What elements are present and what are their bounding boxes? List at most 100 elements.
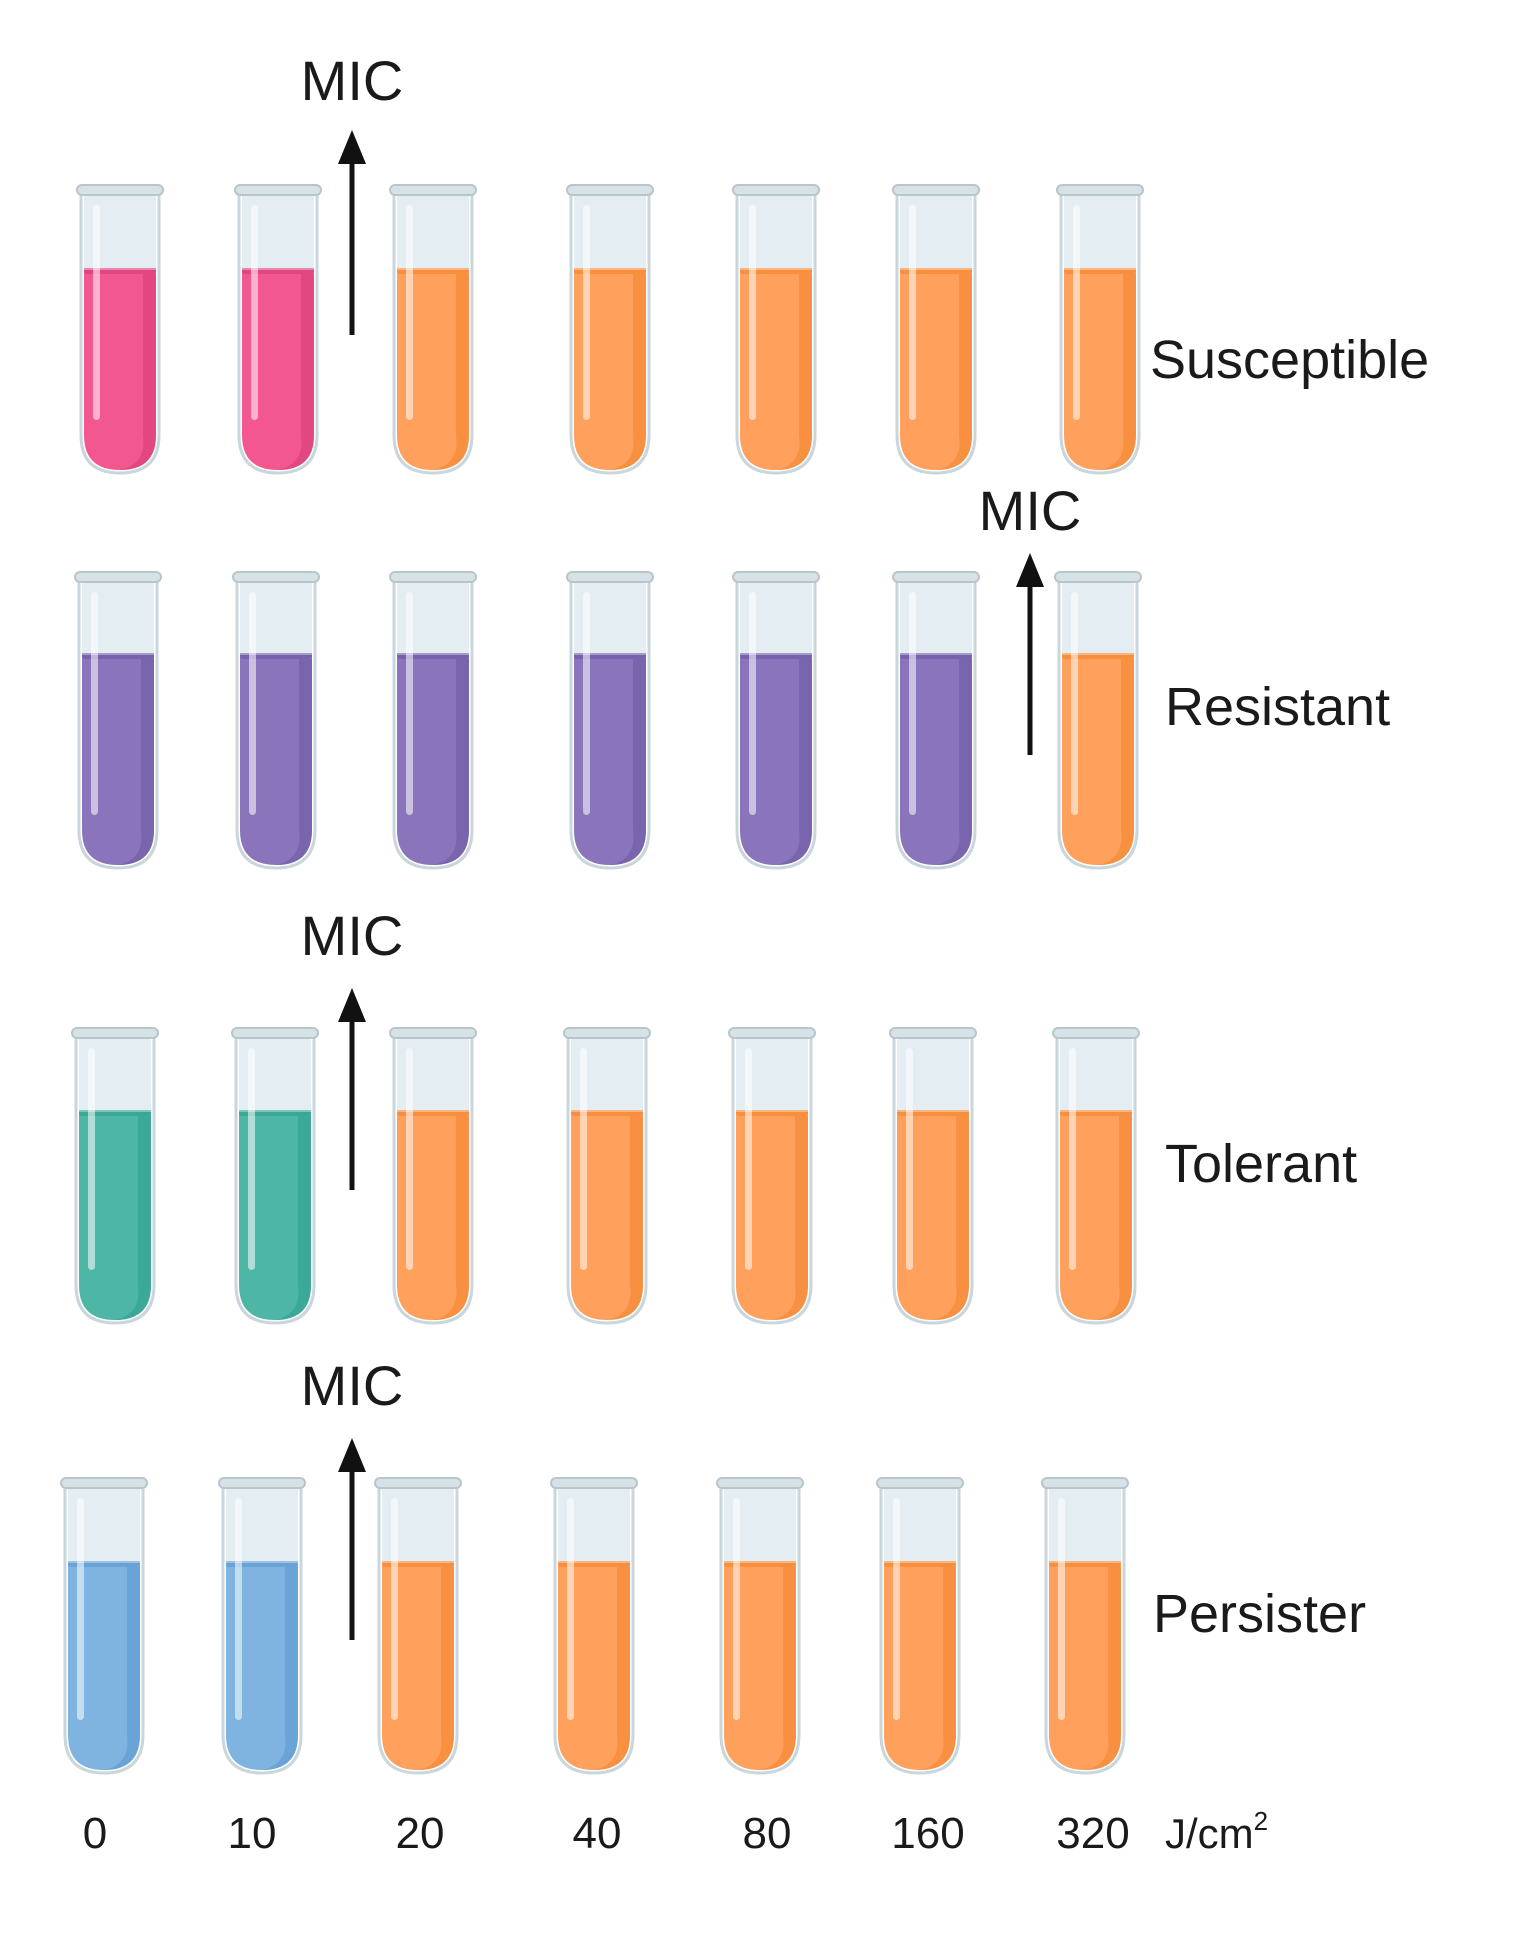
tube-highlight — [749, 592, 756, 815]
tube-rim — [732, 571, 820, 583]
tube-rim — [60, 1477, 148, 1489]
tube-liquid — [558, 1563, 630, 1770]
tube-liquid-shade — [776, 274, 812, 470]
tube-liquid-shade — [433, 659, 469, 865]
tube-outline — [1057, 578, 1139, 870]
tube-liquid — [226, 1563, 298, 1770]
tube-highlight — [235, 1498, 242, 1720]
test-tube — [76, 184, 164, 475]
dose-tick-label: 40 — [573, 1809, 622, 1858]
tube-rim — [1054, 571, 1142, 583]
tube-outline — [569, 578, 651, 870]
tube-liquid-shade — [278, 274, 314, 470]
test-tube — [716, 1477, 804, 1775]
tube-highlight — [583, 592, 590, 815]
tube-rim — [892, 184, 980, 196]
tube-outline — [377, 1484, 459, 1775]
test-tube — [892, 184, 980, 475]
tubes-layer — [60, 184, 1144, 1775]
tube-outline — [392, 1034, 474, 1325]
row-label-resistant: Resistant — [1165, 677, 1390, 737]
dose-tick-label: 10 — [228, 1809, 277, 1858]
tube-outline — [77, 578, 159, 870]
mic-label: MIC — [301, 904, 404, 967]
tube-liquid — [897, 1112, 969, 1320]
test-tube — [232, 571, 320, 870]
tube-liquid-shade — [120, 274, 156, 470]
tube-liquid — [82, 655, 154, 865]
tube-highlight — [583, 205, 590, 420]
tube-rim — [716, 1477, 804, 1489]
dose-tick-label: 160 — [891, 1809, 964, 1858]
tube-outline — [1044, 1484, 1126, 1775]
tube-liquid-shade — [607, 1116, 643, 1320]
tube-rim — [892, 571, 980, 583]
tube-rim — [728, 1027, 816, 1039]
tube-highlight — [88, 1048, 95, 1270]
tube-highlight — [391, 1498, 398, 1720]
mic-arrow — [338, 1438, 366, 1640]
tube-rim — [71, 1027, 159, 1039]
test-tube — [728, 1027, 816, 1325]
tube-rim — [732, 184, 820, 196]
tube-outline — [235, 578, 317, 870]
tube-highlight — [1058, 1498, 1065, 1720]
test-tube — [60, 1477, 148, 1775]
test-tube — [389, 1027, 477, 1325]
tube-liquid-shade — [933, 1116, 969, 1320]
test-tube — [1041, 1477, 1129, 1775]
test-tube — [74, 571, 162, 870]
test-tube — [231, 1027, 319, 1325]
tube-rim — [876, 1477, 964, 1489]
tube-outline — [392, 191, 474, 475]
tube-liquid — [740, 270, 812, 470]
dose-tick-label: 320 — [1056, 1809, 1129, 1858]
tube-rim — [1041, 1477, 1129, 1489]
mic-arrow-head — [1016, 553, 1044, 587]
tube-highlight — [249, 592, 256, 815]
test-tube — [374, 1477, 462, 1775]
tube-outline — [237, 191, 319, 475]
tube-liquid-shade — [1096, 1116, 1132, 1320]
tube-liquid-shade — [610, 659, 646, 865]
tube-outline — [892, 1034, 974, 1325]
tube-liquid — [68, 1563, 140, 1770]
tube-liquid-shade — [118, 659, 154, 865]
tube-liquid-shade — [936, 659, 972, 865]
test-tube — [732, 184, 820, 475]
test-tube — [732, 571, 820, 870]
tube-outline — [1055, 1034, 1137, 1325]
tube-outline — [895, 578, 977, 870]
tube-liquid-shade — [418, 1567, 454, 1770]
tube-highlight — [406, 1048, 413, 1270]
tube-liquid-shade — [936, 274, 972, 470]
test-tube — [563, 1027, 651, 1325]
tube-rim — [550, 1477, 638, 1489]
test-tube — [218, 1477, 306, 1775]
tube-liquid — [884, 1563, 956, 1770]
tube-rim — [389, 184, 477, 196]
tube-liquid — [397, 1112, 469, 1320]
tube-rim — [74, 571, 162, 583]
tube-outline — [719, 1484, 801, 1775]
tube-outline — [566, 1034, 648, 1325]
tube-liquid — [740, 655, 812, 865]
dose-unit-label: J/cm2 — [1165, 1806, 1268, 1857]
tube-liquid-shade — [115, 1116, 151, 1320]
tube-highlight — [909, 205, 916, 420]
tube-rim — [1052, 1027, 1140, 1039]
tube-liquid-shade — [275, 1116, 311, 1320]
tube-liquid-shade — [776, 659, 812, 865]
tube-highlight — [749, 205, 756, 420]
tube-rim — [231, 1027, 319, 1039]
tube-rim — [234, 184, 322, 196]
tube-liquid-shade — [262, 1567, 298, 1770]
tube-liquid-shade — [610, 274, 646, 470]
tube-liquid — [736, 1112, 808, 1320]
mic-label: MIC — [979, 479, 1082, 542]
test-tube — [234, 184, 322, 475]
tube-liquid — [900, 655, 972, 865]
tube-liquid-shade — [433, 274, 469, 470]
tube-outline — [879, 1484, 961, 1775]
